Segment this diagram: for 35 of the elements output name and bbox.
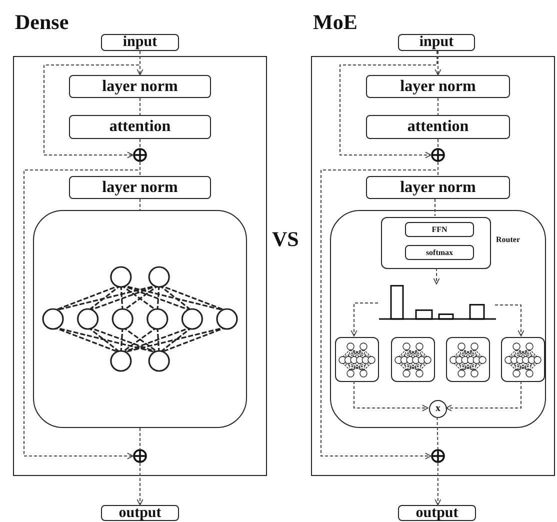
io-box: output: [398, 505, 476, 521]
arrow: [494, 304, 524, 336]
process-box: attention: [69, 115, 211, 139]
sum-symbol: [133, 449, 147, 463]
sum-symbol: [431, 449, 445, 463]
process-box: layer norm: [69, 176, 211, 199]
process-box: layer norm: [69, 75, 211, 98]
process-box: layer norm: [366, 176, 510, 199]
process-box: FFN: [405, 222, 474, 237]
feed-forward-box: [33, 210, 247, 428]
arrow: [350, 302, 378, 336]
io-box: input: [398, 34, 475, 51]
block-title: Dense: [15, 10, 69, 35]
versus-label: VS: [272, 227, 299, 252]
arrow: [340, 50, 438, 158]
io-box: output: [101, 505, 179, 521]
sum-symbol: [431, 148, 445, 162]
process-box: layer norm: [366, 75, 510, 98]
process-box: attention: [366, 115, 510, 139]
arrow: [434, 50, 442, 76]
multiply-node: x: [429, 400, 447, 418]
arrow: [433, 268, 440, 284]
io-box: input: [101, 34, 179, 51]
process-box: softmax: [405, 245, 474, 260]
block-title: MoE: [313, 10, 358, 35]
moe-layer-box: [330, 210, 546, 428]
connector-line: [436, 416, 438, 450]
arrow: [434, 462, 442, 506]
arrow: [136, 462, 144, 506]
arrow: [354, 380, 428, 412]
connector-line: [434, 198, 436, 216]
router-label: Router: [496, 235, 520, 244]
arrow: [446, 380, 522, 412]
bar-chart-drawing: [379, 285, 496, 321]
sum-symbol: [133, 148, 147, 162]
